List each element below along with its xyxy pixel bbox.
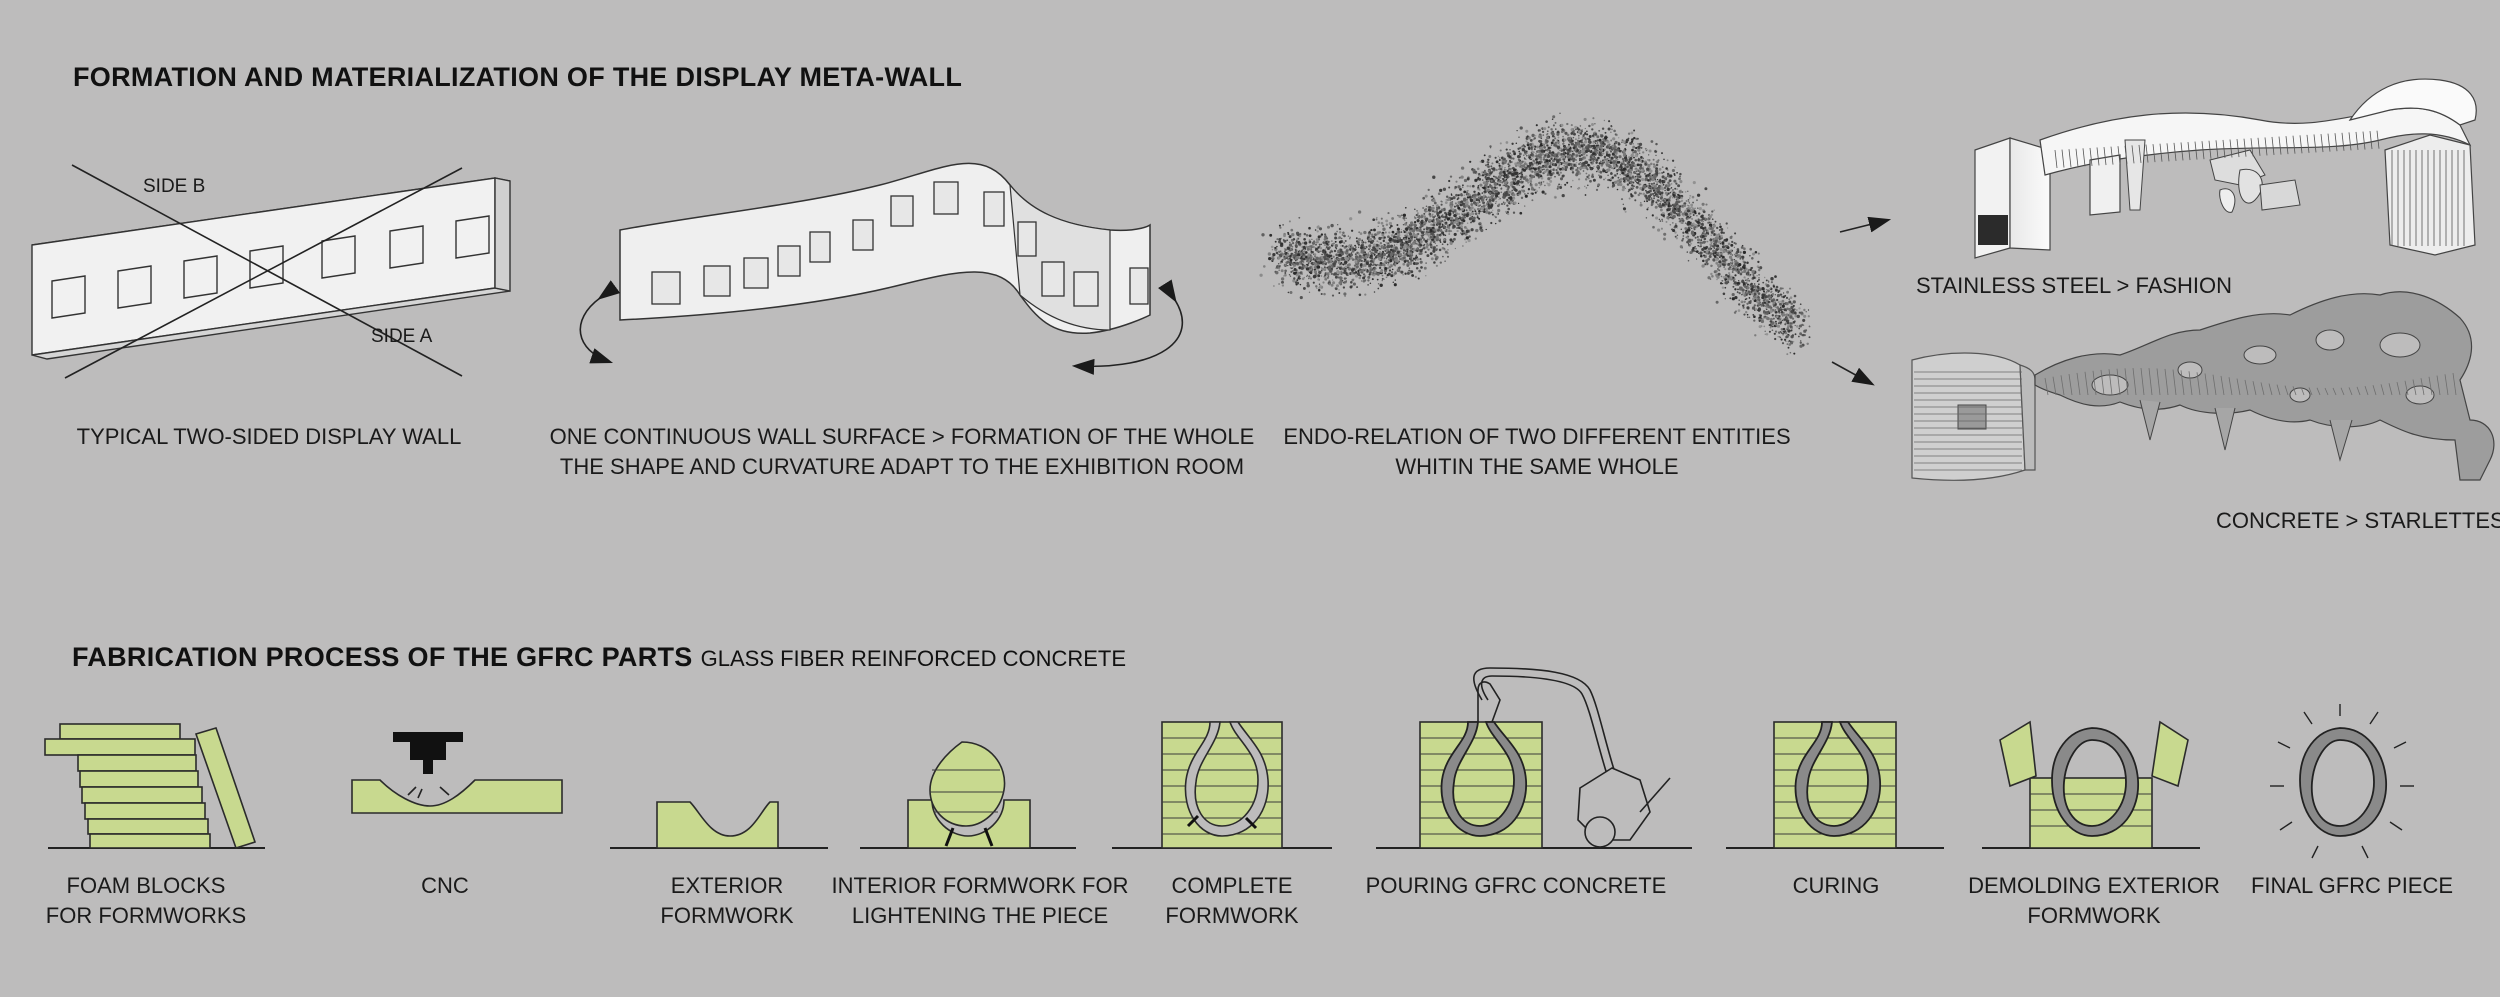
step-pouring-drawing bbox=[1376, 667, 1692, 849]
step-1-line1: FOAM BLOCKS bbox=[67, 873, 226, 898]
arrow-to-concrete bbox=[1831, 361, 1875, 386]
step-curing-drawing bbox=[1726, 721, 1944, 849]
caption-endo-relation-line1: ENDO-RELATION OF TWO DIFFERENT ENTITIES bbox=[1283, 424, 1790, 449]
section2-subtitle: GLASS FIBER REINFORCED CONCRETE bbox=[701, 646, 1126, 671]
step-cnc-drawing bbox=[351, 732, 563, 814]
step-4-line2: LIGHTENING THE PIECE bbox=[852, 903, 1108, 928]
steel-structure bbox=[1974, 78, 2477, 259]
step-complete-formwork-drawing bbox=[1112, 721, 1332, 849]
step-8-line1: DEMOLDING EXTERIOR bbox=[1968, 873, 2220, 898]
step-7-line1: CURING bbox=[1793, 873, 1880, 898]
label-concrete: CONCRETE > STARLETTES bbox=[2216, 508, 2500, 533]
step-3-line1: EXTERIOR bbox=[671, 873, 783, 898]
step-1-line2: FOR FORMWORKS bbox=[46, 903, 246, 928]
step-8-line2: FORMWORK bbox=[2027, 903, 2161, 928]
step-2-line1: CNC bbox=[421, 873, 469, 898]
step-foam-blocks-drawing bbox=[44, 723, 265, 849]
caption-continuous-wall-line2: THE SHAPE AND CURVATURE ADAPT TO THE EXH… bbox=[560, 454, 1244, 479]
step-3-line2: FORMWORK bbox=[660, 903, 794, 928]
caption-typical-wall: TYPICAL TWO-SIDED DISPLAY WALL bbox=[77, 424, 462, 449]
step-6-line1: POURING GFRC CONCRETE bbox=[1366, 873, 1667, 898]
continuous-wall-drawing bbox=[579, 162, 1184, 375]
side-b-label: SIDE B bbox=[143, 176, 205, 197]
step-9-line1: FINAL GFRC PIECE bbox=[2251, 873, 2453, 898]
section2-title: FABRICATION PROCESS OF THE GFRC PARTS bbox=[72, 642, 693, 672]
arrow-to-steel bbox=[1839, 216, 1892, 233]
typical-wall-drawing bbox=[31, 164, 511, 379]
caption-endo-relation-line2: WHITIN THE SAME WHOLE bbox=[1395, 454, 1678, 479]
step-5-line1: COMPLETE bbox=[1171, 873, 1292, 898]
side-a-label: SIDE A bbox=[371, 326, 433, 347]
step-5-line2: FORMWORK bbox=[1165, 903, 1299, 928]
section1-title: FORMATION AND MATERIALIZATION OF THE DIS… bbox=[73, 62, 962, 92]
section2-heading: FABRICATION PROCESS OF THE GFRC PARTS GLA… bbox=[72, 642, 1126, 672]
particle-cloud bbox=[1259, 112, 1811, 356]
step-exterior-formwork-drawing bbox=[610, 801, 828, 849]
caption-continuous-wall-line1: ONE CONTINUOUS WALL SURFACE > FORMATION … bbox=[550, 424, 1255, 449]
step-demolding-drawing bbox=[1982, 720, 2200, 849]
step-4-line1: INTERIOR FORMWORK FOR bbox=[832, 873, 1129, 898]
step-interior-formwork-drawing bbox=[860, 741, 1076, 849]
label-steel: STAINLESS STEEL > FASHION bbox=[1916, 273, 2232, 298]
concrete-structure bbox=[1911, 291, 2495, 481]
step-final-piece-drawing bbox=[2270, 704, 2414, 859]
